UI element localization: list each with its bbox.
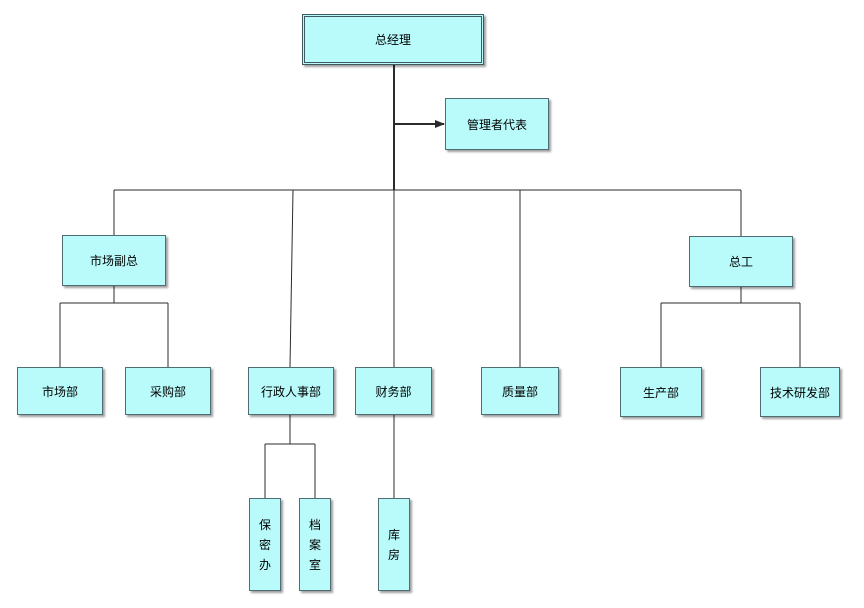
node-admin-hr-dept-label: 行政人事部 (260, 384, 321, 399)
vertical-char: 办 (258, 557, 271, 572)
node-purchasing-dept-label: 采购部 (149, 384, 186, 399)
vertical-char: 室 (308, 557, 321, 572)
node-finance-dept: 财务部 (355, 367, 432, 415)
node-archive-room-label: 档案室 (309, 515, 321, 575)
drop-admin-hr (289, 189, 294, 368)
vertical-char: 档 (308, 517, 321, 532)
node-chief-engineer-label: 总工 (728, 255, 753, 269)
node-rnd-dept: 技术研发部 (760, 367, 840, 417)
node-vp-marketing: 市场副总 (62, 235, 166, 286)
chief-engineer-branch (660, 287, 801, 367)
node-warehouse-label: 库房 (388, 525, 400, 565)
node-quality-dept: 质量部 (481, 367, 559, 415)
node-management-rep: 管理者代表 (445, 98, 549, 150)
vertical-char: 密 (258, 537, 271, 552)
node-vp-marketing-label: 市场副总 (89, 254, 138, 268)
vertical-char: 案 (308, 537, 321, 552)
node-purchasing-dept: 采购部 (125, 367, 211, 415)
node-management-rep-label: 管理者代表 (466, 117, 527, 132)
node-production-dept-label: 生产部 (642, 385, 679, 400)
node-archive-room: 档案室 (299, 498, 331, 591)
vp-marketing-branch (59, 286, 169, 367)
node-general-manager: 总经理 (302, 14, 484, 65)
node-market-dept: 市场部 (17, 367, 103, 415)
node-chief-engineer: 总工 (689, 236, 793, 287)
node-security-office: 保密办 (249, 498, 281, 591)
node-finance-dept-label: 财务部 (375, 384, 412, 399)
node-warehouse: 库房 (378, 498, 410, 591)
node-quality-dept-label: 质量部 (501, 384, 538, 399)
node-security-office-label: 保密办 (259, 515, 271, 575)
vertical-char: 保 (258, 517, 271, 532)
node-admin-hr-dept: 行政人事部 (248, 367, 334, 415)
node-production-dept: 生产部 (620, 367, 702, 417)
node-market-dept-label: 市场部 (41, 384, 78, 399)
node-general-manager-label: 总经理 (374, 33, 411, 47)
admin-hr-branch (264, 415, 316, 498)
vertical-char: 房 (387, 547, 400, 562)
node-rnd-dept-label: 技术研发部 (769, 385, 830, 400)
vertical-char: 库 (387, 527, 400, 542)
